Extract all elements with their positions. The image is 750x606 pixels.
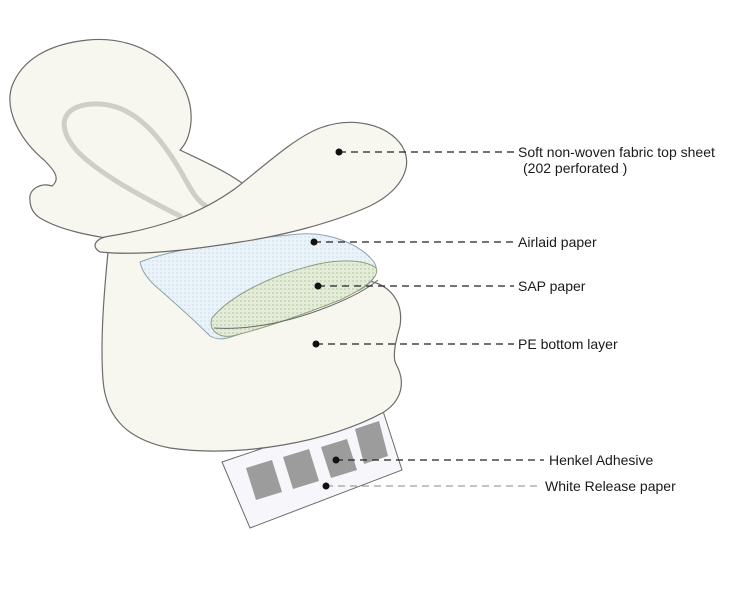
label-top-sheet-sub: (202 perforated )	[523, 160, 628, 176]
adhesive-strip	[283, 449, 319, 489]
top-sheet-flap	[94, 121, 408, 254]
dot-release	[322, 482, 330, 490]
dot-adhesive	[332, 456, 340, 464]
dot-pe-bottom	[312, 340, 320, 348]
label-top-sheet: Soft non-woven fabric top sheet	[518, 144, 715, 160]
dot-sap	[314, 282, 322, 290]
label-pe-bottom: PE bottom layer	[518, 336, 618, 352]
dot-airlaid	[310, 238, 318, 246]
dot-top-sheet	[335, 148, 343, 156]
adhesive-strip	[246, 460, 282, 500]
adhesive-strip	[355, 421, 388, 464]
label-release: White Release paper	[545, 478, 676, 494]
pad-groove	[61, 101, 209, 219]
label-sap: SAP paper	[518, 278, 586, 294]
label-adhesive: Henkel Adhesive	[549, 452, 654, 468]
sap-fold-edge	[213, 279, 379, 329]
sap-paper-layer	[210, 260, 378, 337]
leader-lines	[314, 151, 544, 461]
label-airlaid: Airlaid paper	[518, 234, 597, 250]
leader-dots	[310, 148, 343, 490]
